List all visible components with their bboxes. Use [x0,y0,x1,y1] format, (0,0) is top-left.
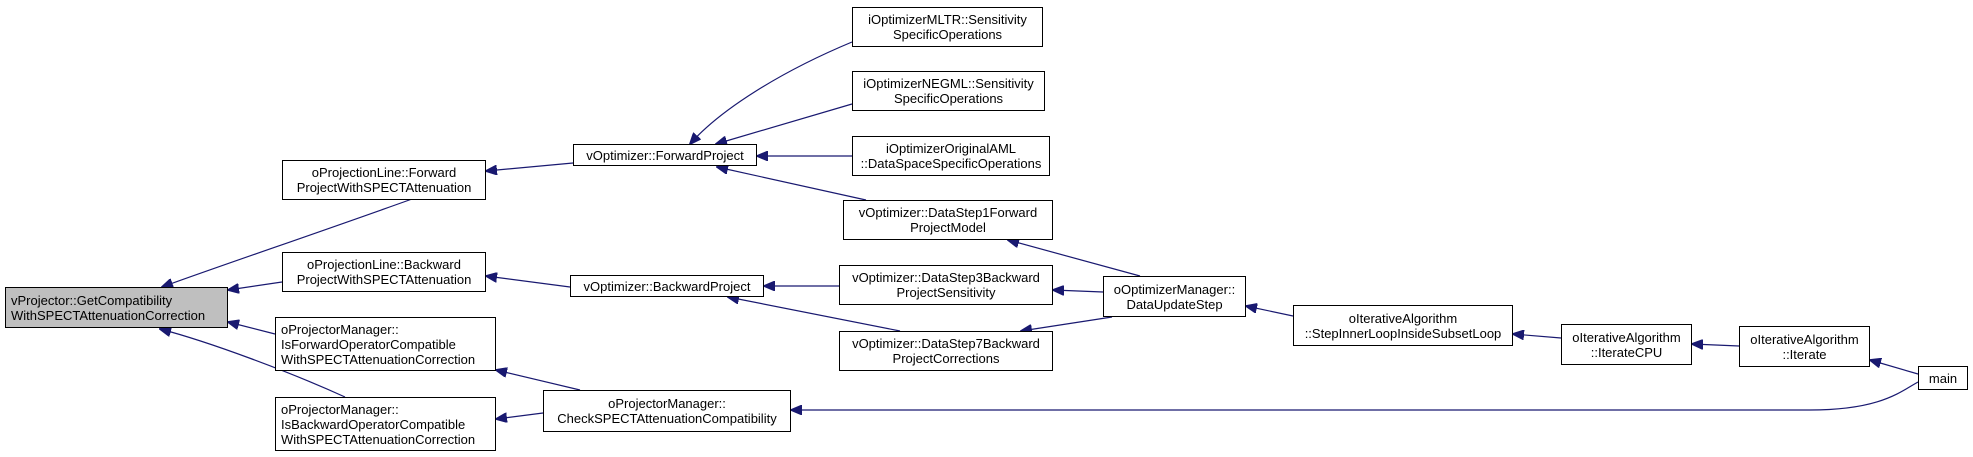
edge-data-update-to-step7 [1021,316,1113,331]
edge-data-update-to-step1 [1008,240,1141,277]
node-data-step1-line1: vOptimizer::DataStep1Forward [858,205,1038,220]
node-negml-sensitivity[interactable]: iOptimizerNEGML::Sensitivity SpecificOpe… [852,71,1045,111]
edge-step-inner-to-data-update [1246,306,1294,317]
node-data-step7-line1: vOptimizer::DataStep7Backward [852,336,1040,351]
node-pm-is-forward-line2: IsForwardOperatorCompatible [281,336,456,352]
edge-pm-check-to-pm-is-forward [496,370,581,391]
node-data-update-step[interactable]: oOptimizerManager:: DataUpdateStep [1103,276,1246,317]
node-step-inner-loop[interactable]: oIterativeAlgorithm ::StepInnerLoopInsid… [1293,305,1513,346]
node-pm-is-backward-line2: IsBackwardOperatorCompatible [281,416,466,432]
edge-vopt-backward-to-pl-back [486,276,571,288]
edge-step7-to-vopt-backward [728,297,901,332]
node-iterate-line2: ::Iterate [1782,346,1827,362]
node-pm-is-backward-line3: WithSPECTAttenuationCorrection [281,431,476,447]
node-step-inner-line1: oIterativeAlgorithm [1348,310,1458,326]
node-main[interactable]: main [1918,366,1968,390]
node-iterate-cpu-line1: oIterativeAlgorithm [1572,329,1681,345]
node-voptimizer-backward-project[interactable]: vOptimizer::BackwardProject [570,275,764,297]
edge-data-update-to-step3 [1053,290,1104,292]
node-data-step3-line2: ProjectSensitivity [896,285,996,300]
node-root-line1: vProjector::GetCompatibility [11,292,173,308]
edge-step1-to-vopt-forward [717,167,867,201]
node-data-step3[interactable]: vOptimizer::DataStep3Backward ProjectSen… [839,265,1053,305]
edge-vopt-forward-to-pl-forward [486,162,574,171]
node-root[interactable]: vProjector::GetCompatibility WithSPECTAt… [5,287,228,328]
node-iterate-line1: oIterativeAlgorithm [1750,331,1859,347]
edge-pm-is-backward-to-root [160,329,346,398]
node-step-inner-line2: ::StepInnerLoopInsideSubsetLoop [1304,325,1502,341]
node-pm-is-forward-line3: WithSPECTAttenuationCorrection [281,351,476,367]
node-voptimizer-forward-project-line1: vOptimizer::ForwardProject [586,147,744,163]
edge-pl-backward-to-root [228,281,283,290]
node-mltr-line2: SpecificOperations [892,27,1003,42]
node-pm-check-line1: oProjectorManager:: [608,396,726,411]
node-original-aml[interactable]: iOptimizerOriginalAML ::DataSpaceSpecifi… [852,136,1050,176]
node-data-step3-line1: vOptimizer::DataStep3Backward [852,270,1040,285]
edge-negml-to-vopt-forward [716,103,853,144]
node-projection-line-forward-line1: oProjectionLine::Forward [311,165,457,180]
node-data-step1[interactable]: vOptimizer::DataStep1Forward ProjectMode… [843,200,1053,240]
node-pm-check-compatibility[interactable]: oProjectorManager:: CheckSPECTAttenuatio… [543,390,791,432]
node-data-update-line1: oOptimizerManager:: [1113,281,1236,297]
node-data-step1-line2: ProjectModel [910,220,986,235]
node-voptimizer-backward-project-line1: vOptimizer::BackwardProject [583,278,751,294]
edge-main-to-iterate [1870,360,1919,375]
node-pm-is-backward-line1: oProjectorManager:: [281,401,399,417]
node-projection-line-backward[interactable]: oProjectionLine::Backward ProjectWithSPE… [282,252,486,292]
edge-pm-is-forward-to-root [228,322,276,335]
node-root-line2: WithSPECTAttenuationCorrection [11,307,206,323]
node-pm-is-forward-compatible[interactable]: oProjectorManager:: IsForwardOperatorCom… [275,317,496,371]
node-negml-line1: iOptimizerNEGML::Sensitivity [863,76,1034,91]
node-data-update-line2: DataUpdateStep [1126,296,1223,312]
node-projection-line-forward-line2: ProjectWithSPECTAttenuation [296,180,472,195]
node-iterate[interactable]: oIterativeAlgorithm ::Iterate [1739,326,1870,367]
node-projection-line-backward-line2: ProjectWithSPECTAttenuation [296,272,472,287]
node-projection-line-forward[interactable]: oProjectionLine::Forward ProjectWithSPEC… [282,160,486,200]
node-pm-is-backward-compatible[interactable]: oProjectorManager:: IsBackwardOperatorCo… [275,397,496,451]
node-projection-line-backward-line1: oProjectionLine::Backward [307,257,461,272]
node-voptimizer-forward-project[interactable]: vOptimizer::ForwardProject [573,144,757,166]
node-data-step7-line2: ProjectCorrections [892,351,1000,366]
node-data-step7[interactable]: vOptimizer::DataStep7Backward ProjectCor… [839,331,1053,371]
node-main-line1: main [1928,370,1958,386]
edge-mltr-to-vopt-forward [690,41,853,144]
node-iterate-cpu-line2: ::IterateCPU [1590,344,1663,360]
edge-iterate-cpu-to-step-inner [1513,334,1562,338]
node-original-aml-line1: iOptimizerOriginalAML [885,141,1017,156]
node-negml-line2: SpecificOperations [893,91,1004,106]
edge-pm-check-to-pm-is-backward [496,412,544,419]
edge-iterate-to-iterate-cpu [1692,344,1740,346]
node-mltr-sensitivity[interactable]: iOptimizerMLTR::Sensitivity SpecificOper… [852,7,1043,47]
node-mltr-line1: iOptimizerMLTR::Sensitivity [868,12,1027,27]
node-original-aml-line2: ::DataSpaceSpecificOperations [860,156,1042,171]
node-pm-check-line2: CheckSPECTAttenuationCompatibility [557,411,777,426]
node-iterate-cpu[interactable]: oIterativeAlgorithm ::IterateCPU [1561,324,1692,365]
node-pm-is-forward-line1: oProjectorManager:: [281,321,399,337]
edge-main-to-pm-check [791,381,1919,410]
